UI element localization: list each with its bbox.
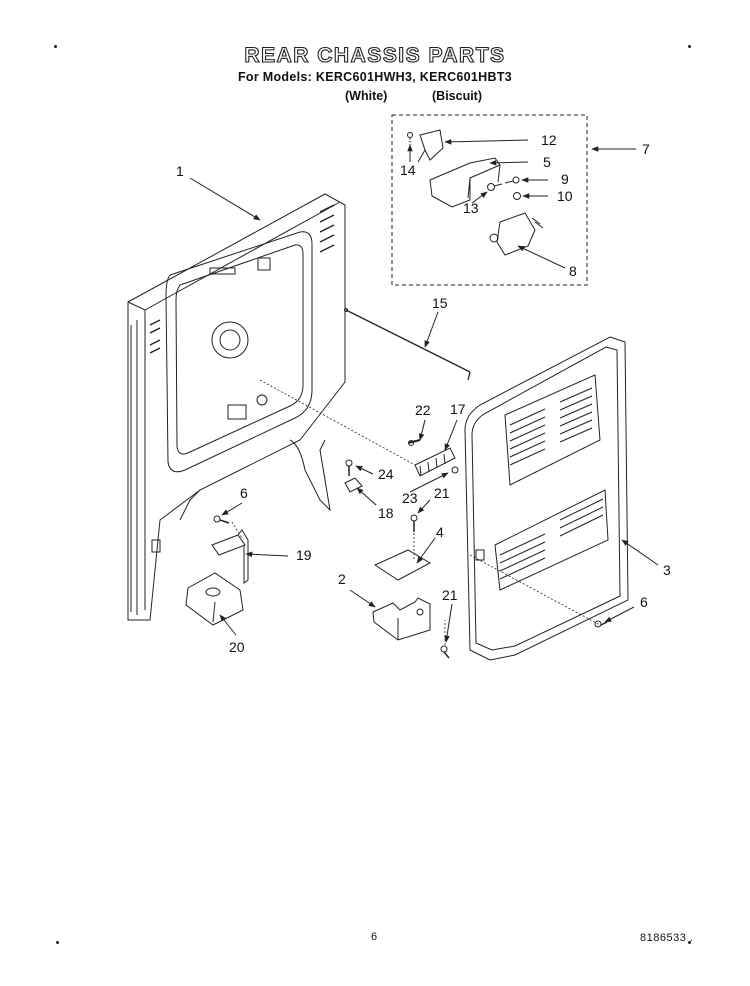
callout-20: 20 <box>229 639 245 655</box>
leader-21-lower <box>444 603 453 643</box>
leader-21-upper <box>417 499 431 514</box>
leader-18 <box>356 487 377 506</box>
screw-24 <box>345 459 353 476</box>
leader-4 <box>416 537 436 564</box>
callout-4: 4 <box>436 524 444 540</box>
subassembly-box <box>391 114 588 286</box>
screw-9 <box>504 176 520 184</box>
screw-21-upper <box>410 514 418 532</box>
callout-12: 12 <box>541 132 557 148</box>
corner-mark <box>56 941 59 944</box>
leader-23 <box>409 472 449 493</box>
nut-10 <box>513 192 521 200</box>
cover-20 <box>185 572 244 626</box>
leader-12 <box>444 139 529 145</box>
leader-1 <box>189 177 261 221</box>
leader-8 <box>517 245 566 269</box>
leader-5 <box>489 160 529 166</box>
callout-6-right: 6 <box>640 594 648 610</box>
callout-23: 23 <box>402 490 418 506</box>
screw-6-right <box>594 620 608 628</box>
document-part-number: 8186533 . <box>640 932 694 944</box>
rod <box>344 308 471 381</box>
callout-17: 17 <box>450 401 466 417</box>
callout-22: 22 <box>415 402 431 418</box>
bracket-2 <box>372 597 431 641</box>
leader-2 <box>349 589 376 608</box>
leader-15 <box>424 311 439 348</box>
clip-18 <box>344 477 363 493</box>
callout-9: 9 <box>561 171 569 187</box>
leader-19 <box>245 551 289 558</box>
leader-13 <box>471 191 488 204</box>
callout-13: 13 <box>463 200 479 216</box>
variant-biscuit-label: (Biscuit) <box>432 89 482 103</box>
screw-6-left <box>213 515 230 524</box>
callout-7: 7 <box>642 141 650 157</box>
callout-3: 3 <box>663 562 671 578</box>
switch-assembly-8 <box>489 212 544 256</box>
bracket-12 <box>407 129 444 163</box>
leader-arrows <box>189 139 659 643</box>
callout-21-upper: 21 <box>434 485 450 501</box>
rear-cover-panel <box>464 336 629 661</box>
callout-24: 24 <box>378 466 394 482</box>
callouts: 1 2 3 4 5 6 6 7 8 9 10 12 13 14 15 17 18… <box>176 132 671 655</box>
callout-21-lower: 21 <box>442 587 458 603</box>
callout-2: 2 <box>338 571 346 587</box>
callout-19: 19 <box>296 547 312 563</box>
rear-chassis-panel <box>127 193 346 621</box>
leader-6-left <box>221 502 243 516</box>
leader-22 <box>418 419 426 441</box>
nut-23 <box>451 466 459 474</box>
screw-22 <box>407 439 421 446</box>
callout-5: 5 <box>543 154 551 170</box>
callout-10: 10 <box>557 188 573 204</box>
corner-mark <box>688 941 691 944</box>
callout-18: 18 <box>378 505 394 521</box>
callout-14: 14 <box>400 162 416 178</box>
page-number: 6 <box>371 931 378 943</box>
callout-6-left: 6 <box>240 485 248 501</box>
screw-21-lower <box>440 645 450 659</box>
callout-8: 8 <box>569 263 577 279</box>
variant-white-label: (White) <box>345 89 388 103</box>
plate-4 <box>373 549 432 581</box>
bracket-19 <box>211 529 249 584</box>
screw-13 <box>487 183 503 191</box>
leader-3 <box>621 539 659 566</box>
leader-24 <box>355 465 374 475</box>
mounting-bracket-5 <box>429 157 501 208</box>
callout-1: 1 <box>176 163 184 179</box>
corner-mark <box>54 45 57 48</box>
page-title: REAR CHASSIS PARTS <box>244 43 506 67</box>
corner-mark <box>688 45 691 48</box>
leader-6-right <box>604 606 635 623</box>
models-line: For Models: KERC601HWH3, KERC601HBT3 <box>237 70 513 84</box>
leader-17 <box>444 419 458 451</box>
leader-20 <box>219 614 237 636</box>
terminal-block-17 <box>414 447 456 477</box>
callout-15: 15 <box>432 295 448 311</box>
